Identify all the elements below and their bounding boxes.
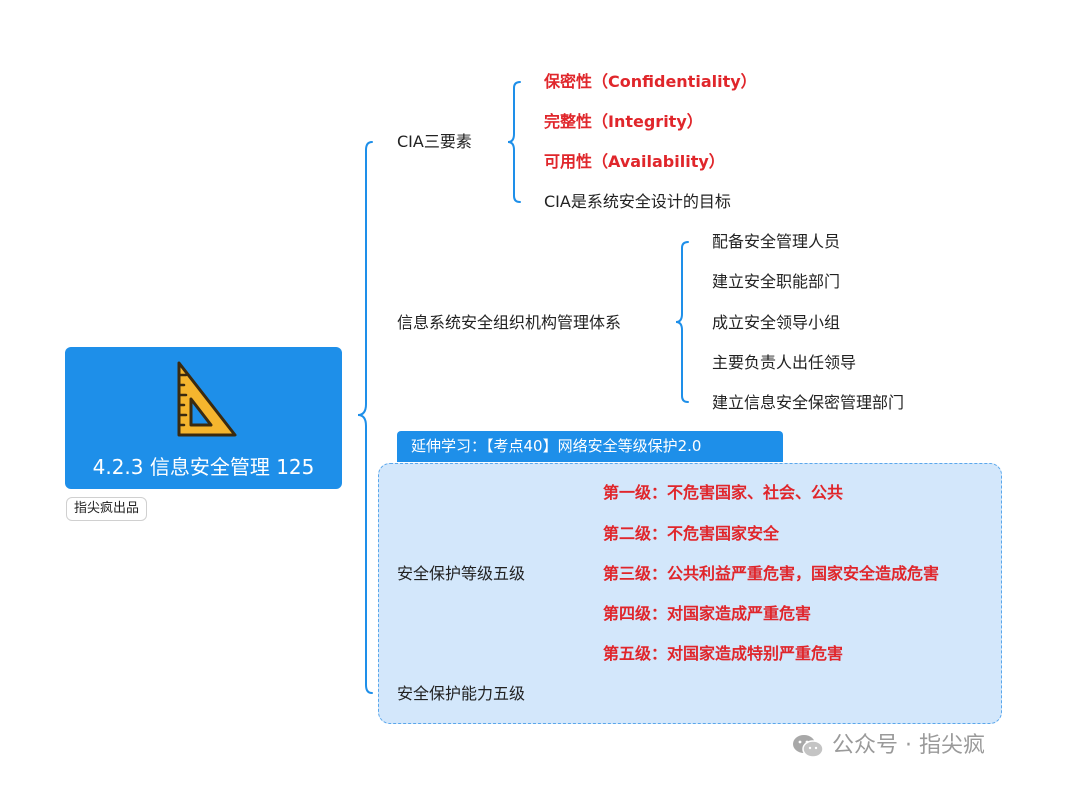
level-item[interactable]: 第二级：不危害国家安全: [603, 524, 780, 543]
watermark: 公众号 · 指尖疯: [792, 731, 985, 761]
org-label[interactable]: 信息系统安全组织机构管理体系: [397, 313, 622, 332]
level-item[interactable]: 第三级：公共利益严重危害，国家安全造成危害: [603, 564, 940, 583]
cia-item-goal[interactable]: CIA是系统安全设计的目标: [544, 192, 731, 211]
org-item[interactable]: 配备安全管理人员: [712, 232, 841, 251]
extension-title[interactable]: 延伸学习：【考点40】网络安全等级保护2.0: [397, 431, 783, 462]
levels-label[interactable]: 安全保护等级五级: [397, 564, 526, 583]
root-title: 4.2.3 信息安全管理 125: [92, 455, 315, 479]
org-item[interactable]: 建立信息安全保密管理部门: [712, 393, 905, 412]
author-badge: 指尖疯出品: [66, 497, 148, 521]
org-item[interactable]: 主要负责人出任领导: [712, 353, 857, 372]
cia-item-availability[interactable]: 可用性（Availability）: [544, 152, 725, 171]
org-item[interactable]: 成立安全领导小组: [712, 313, 841, 332]
cia-item-integrity[interactable]: 完整性（Integrity）: [544, 112, 703, 131]
level-item[interactable]: 第一级：不危害国家、社会、公共: [603, 483, 844, 502]
level-item[interactable]: 第五级：对国家造成特别严重危害: [603, 644, 844, 663]
watermark-text: 公众号 · 指尖疯: [832, 733, 985, 758]
level-item[interactable]: 第四级：对国家造成严重危害: [603, 604, 812, 623]
extension-boundary: [378, 463, 1002, 724]
cia-item-confidentiality[interactable]: 保密性（Confidentiality）: [544, 72, 757, 91]
ruler-triangle-icon: [177, 361, 237, 437]
cia-label[interactable]: CIA三要素: [397, 132, 472, 151]
root-node[interactable]: 4.2.3 信息安全管理 125: [65, 347, 342, 489]
ability-label[interactable]: 安全保护能力五级: [397, 684, 526, 703]
org-item[interactable]: 建立安全职能部门: [712, 272, 841, 291]
wechat-icon: [793, 735, 824, 758]
